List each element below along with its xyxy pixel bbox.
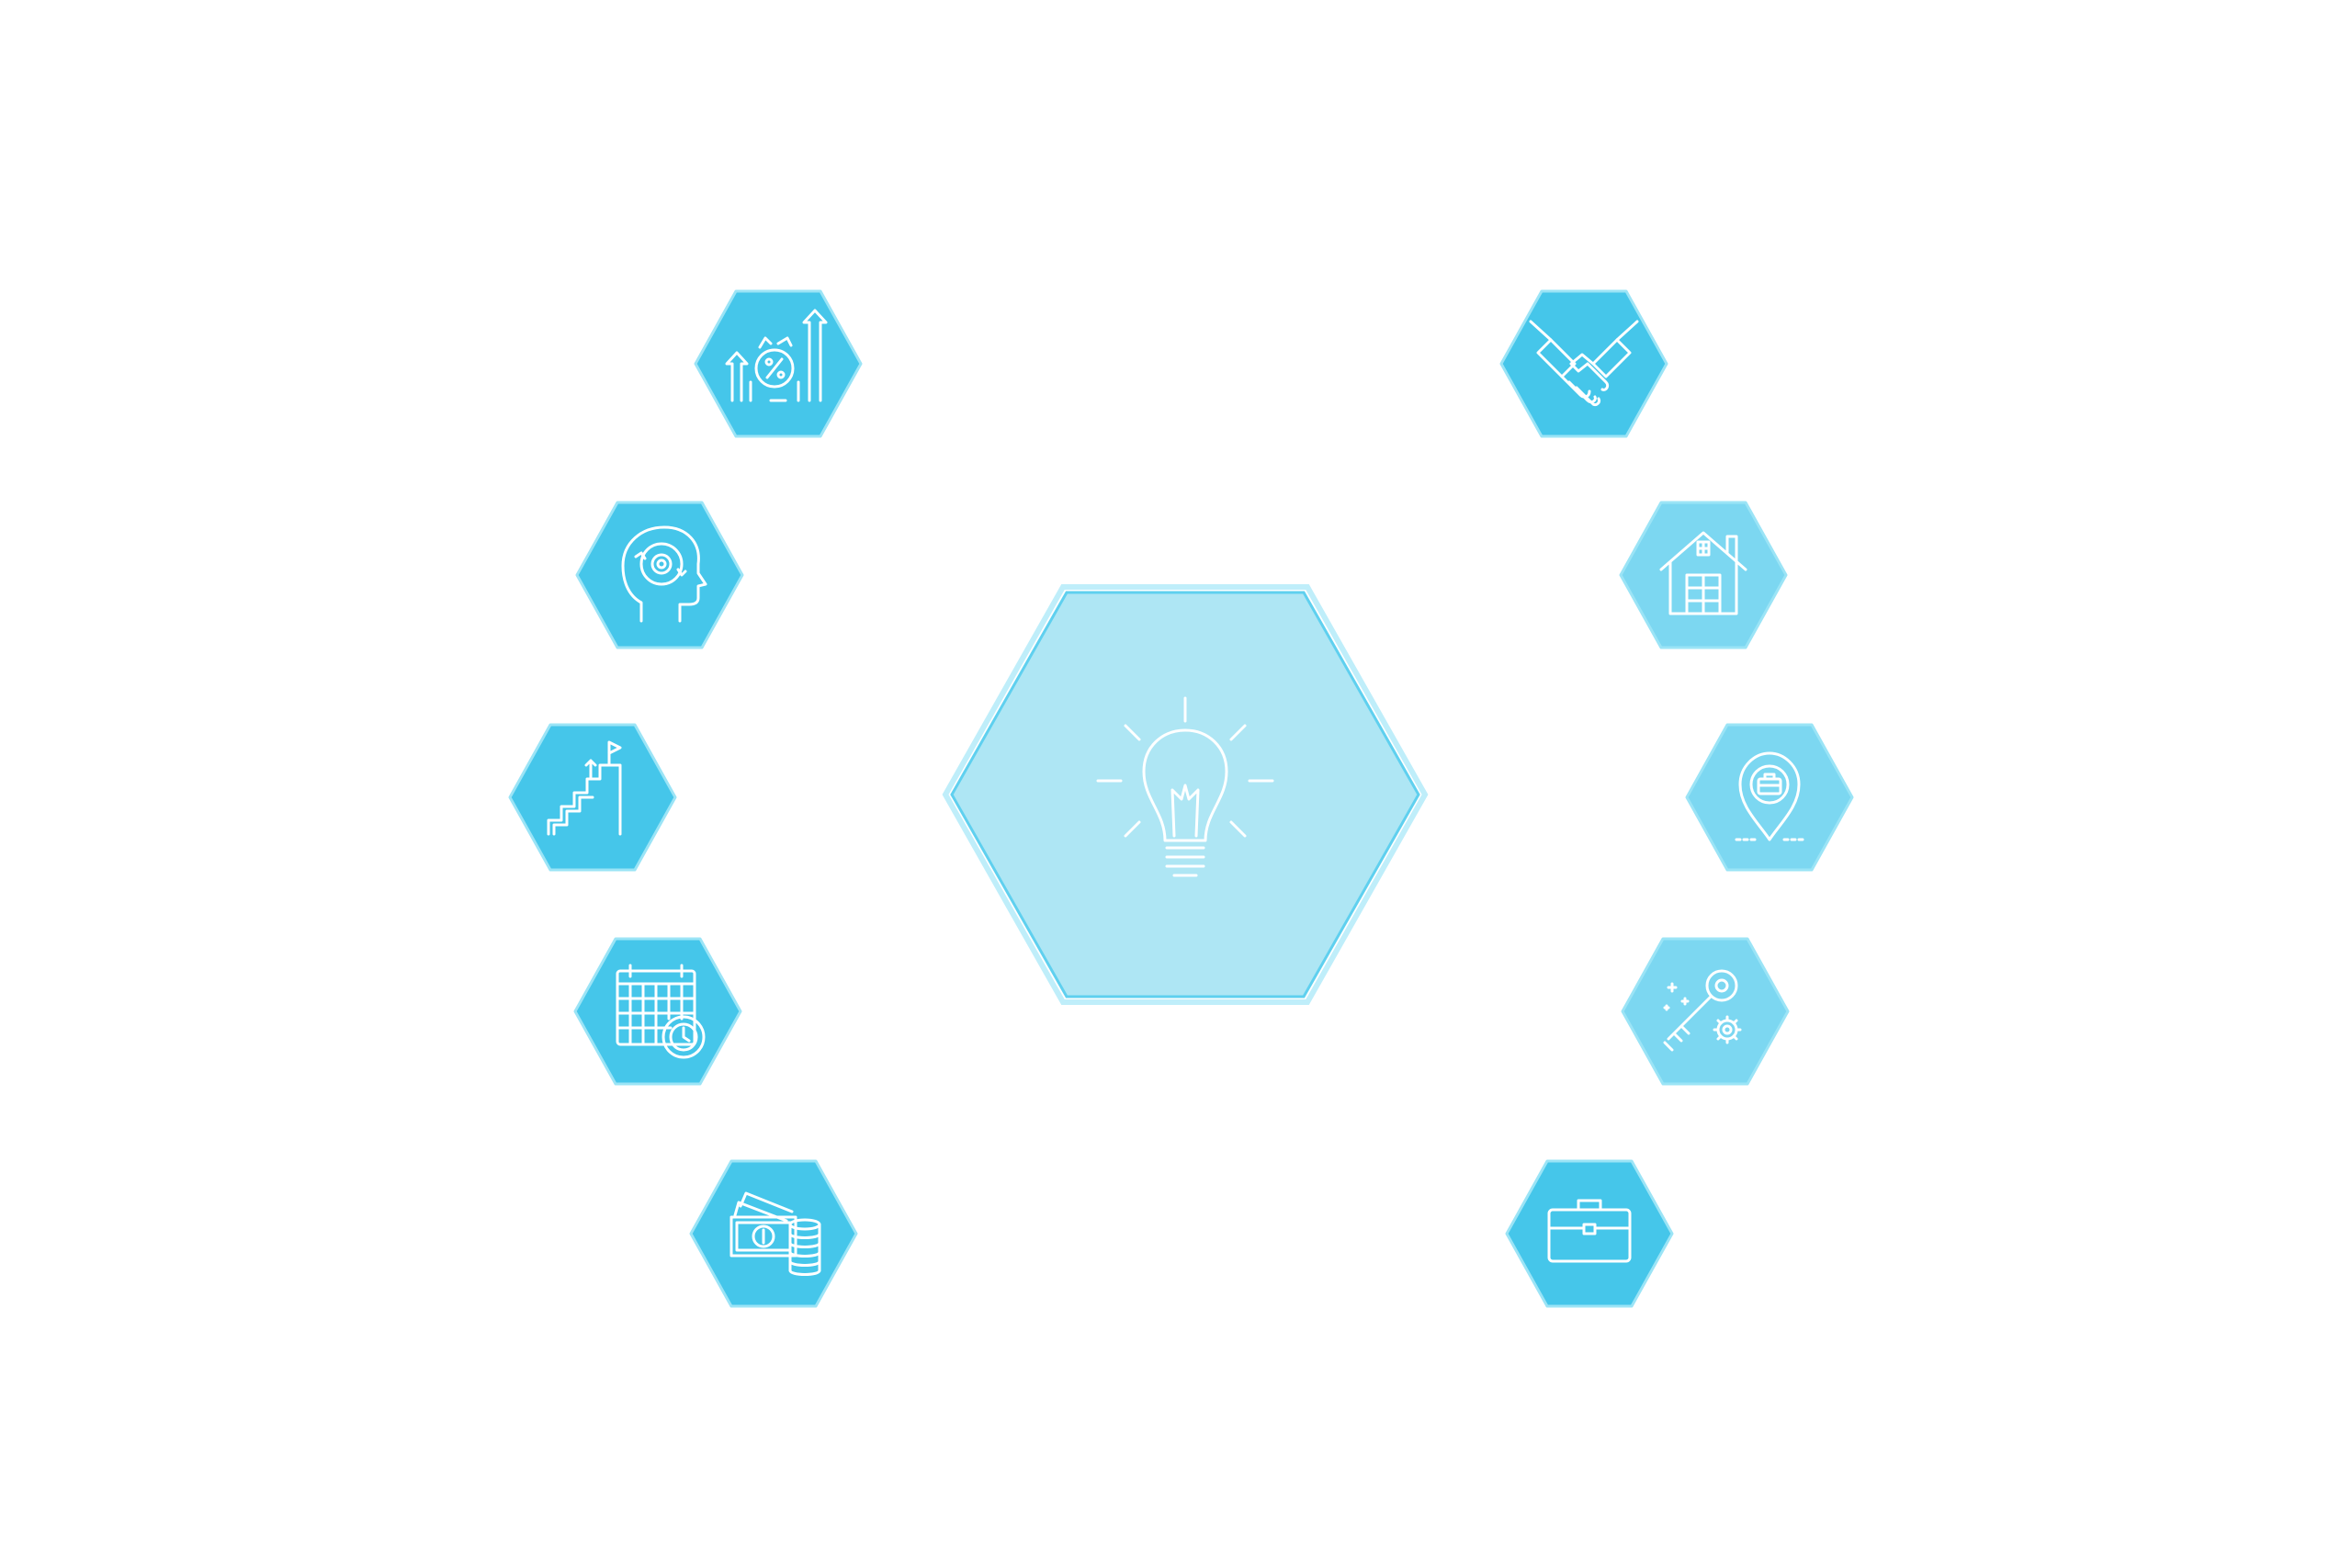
hex-node-stairs xyxy=(508,723,677,872)
hex-node-handshake xyxy=(1499,289,1668,438)
calendar-clock-icon xyxy=(616,964,706,1059)
lightbulb-icon xyxy=(1096,696,1274,877)
handshake-icon xyxy=(1529,320,1639,406)
center-hexagon xyxy=(942,583,1429,1006)
house-icon xyxy=(1659,531,1747,615)
briefcase-icon xyxy=(1547,1199,1632,1263)
hex-node-briefcase xyxy=(1505,1159,1674,1308)
hex-node-growth xyxy=(694,289,863,438)
location-briefcase-icon xyxy=(1735,751,1804,841)
stairs-goal-icon xyxy=(547,740,622,836)
hex-node-money xyxy=(689,1159,858,1308)
hex-node-location xyxy=(1685,723,1854,872)
growth-percentage-icon xyxy=(725,309,828,402)
money-coins-icon xyxy=(729,1191,821,1276)
head-gear-icon xyxy=(621,525,707,623)
hex-node-calendar xyxy=(573,937,742,1086)
hex-node-house xyxy=(1619,501,1788,649)
key-gear-icon xyxy=(1663,969,1742,1052)
hex-node-head-gear xyxy=(575,501,744,649)
hex-node-key xyxy=(1621,937,1790,1086)
